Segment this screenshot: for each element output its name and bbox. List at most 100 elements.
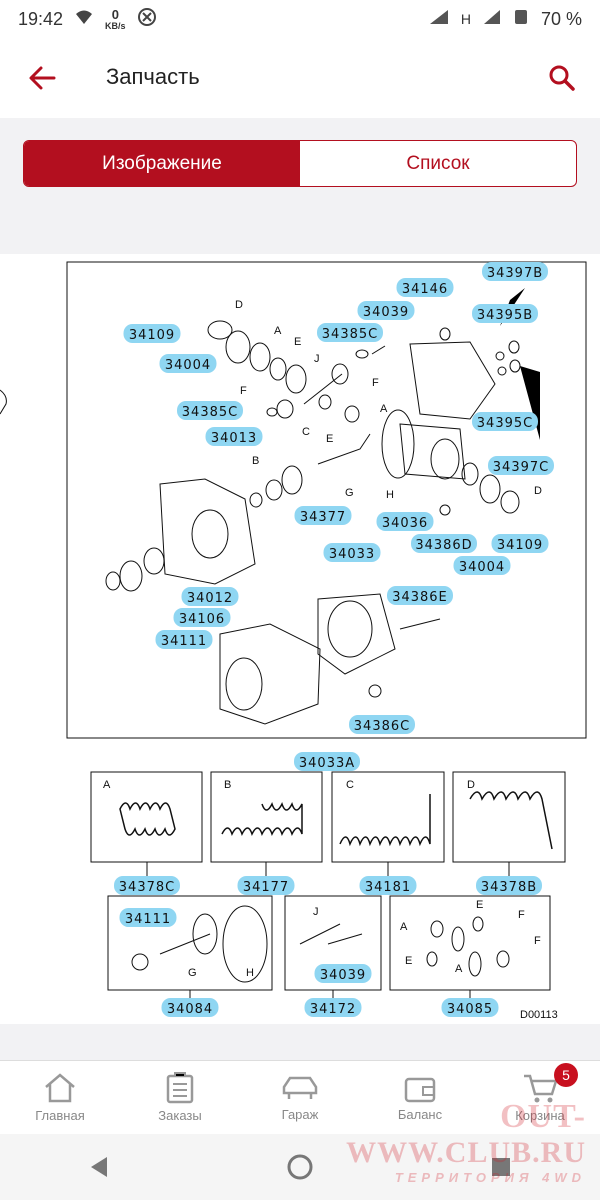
part-callout[interactable]: 34012: [187, 591, 233, 606]
part-callout-bg[interactable]: [205, 427, 263, 446]
detail-part-callout[interactable]: 34378C: [119, 880, 175, 895]
part-callout-bg[interactable]: [488, 456, 554, 475]
back-triangle-icon[interactable]: [87, 1155, 111, 1179]
main-frame: [66, 261, 587, 739]
left-edge-fragment: [0, 389, 7, 415]
home-icon: [45, 1073, 75, 1103]
letter-F: F: [372, 377, 379, 389]
part-callout-bg[interactable]: [472, 412, 538, 431]
part-callout[interactable]: 34036: [382, 516, 428, 531]
detail-part-callout-bg[interactable]: [114, 876, 180, 895]
part-callout-bg[interactable]: [294, 752, 360, 771]
part-callout-bg[interactable]: [123, 324, 181, 343]
kit-letter: J: [313, 906, 319, 918]
part-callout[interactable]: 34033A: [299, 756, 355, 771]
part-callout-bg[interactable]: [173, 608, 231, 627]
part-callout-bg[interactable]: [453, 556, 511, 575]
page-title: Запчасть: [106, 64, 200, 89]
kit-part-callout[interactable]: 34084: [167, 1002, 213, 1017]
kit-part-callout-bg[interactable]: [161, 998, 219, 1017]
tab-image[interactable]: Изображение: [24, 141, 300, 186]
part-callout-bg[interactable]: [472, 304, 538, 323]
part-callout[interactable]: 34004: [459, 560, 505, 575]
part-callout[interactable]: 34013: [211, 431, 257, 446]
wifi-icon: [75, 9, 93, 30]
kit-part-callout[interactable]: 34172: [310, 1002, 356, 1017]
part-callout[interactable]: 34004: [165, 358, 211, 373]
detail-part-callout[interactable]: 34177: [243, 880, 289, 895]
detail-part-callout[interactable]: 34378B: [481, 880, 537, 895]
part-callout-bg[interactable]: [357, 301, 415, 320]
inner-part-callout-bg[interactable]: [119, 908, 177, 927]
watermark-logo: OUT- WWW.CLUB.RU ТЕРРИТОРИЯ 4WD: [346, 1098, 586, 1185]
nav-label-balance: Баланс: [397, 1107, 443, 1122]
detail-part-callout-bg[interactable]: [237, 876, 295, 895]
nav-label-home: Главная: [35, 1108, 85, 1123]
part-callout[interactable]: 34106: [179, 612, 225, 627]
inner-part-callout-bg[interactable]: [314, 964, 372, 983]
nav-orders[interactable]: Заказы: [120, 1061, 240, 1134]
search-icon: [549, 65, 575, 91]
part-callout[interactable]: 34395C: [477, 416, 533, 431]
tab-list[interactable]: Список: [406, 152, 470, 174]
part-callout[interactable]: 34386C: [354, 719, 410, 734]
watermark-line3: ТЕРРИТОРИЯ 4WD: [394, 1170, 586, 1185]
part-callout-bg[interactable]: [349, 715, 415, 734]
part-callout[interactable]: 34395B: [477, 308, 533, 323]
nav-label-garage: Гараж: [281, 1107, 319, 1122]
detail-part-callout[interactable]: 34181: [365, 880, 411, 895]
watermark-line2: WWW.CLUB.RU: [346, 1136, 586, 1169]
back-button[interactable]: [22, 58, 62, 98]
part-callout-bg[interactable]: [396, 278, 454, 297]
part-callout-bg[interactable]: [387, 586, 453, 605]
detail-part-callout-bg[interactable]: [476, 876, 542, 895]
kit-part-callout[interactable]: 34085: [447, 1002, 493, 1017]
part-callout[interactable]: 34111: [161, 634, 207, 649]
part-callout[interactable]: 34397C: [493, 460, 549, 475]
part-callout[interactable]: 34397B: [487, 266, 543, 281]
part-callout-bg[interactable]: [491, 534, 549, 553]
part-callout[interactable]: 34385C: [322, 327, 378, 342]
letter-E: E: [294, 336, 301, 348]
part-callout-bg[interactable]: [294, 506, 352, 525]
view-toggle: Изображение Список: [23, 140, 577, 187]
nav-cart[interactable]: Корзина 5: [480, 1061, 600, 1134]
kit-letter: A: [455, 963, 463, 975]
part-callout-bg[interactable]: [323, 543, 381, 562]
battery-text: 70 %: [540, 8, 582, 29]
part-callout-bg[interactable]: [155, 630, 213, 649]
part-callout[interactable]: 34146: [402, 282, 448, 297]
part-callout[interactable]: 34039: [363, 305, 409, 320]
nav-home[interactable]: Главная: [0, 1061, 120, 1134]
nav-garage[interactable]: Гараж: [240, 1061, 360, 1134]
part-callout-bg[interactable]: [411, 534, 477, 553]
recents-square-icon[interactable]: [489, 1155, 513, 1179]
part-callout-bg[interactable]: [181, 587, 239, 606]
part-callout[interactable]: 34109: [129, 328, 175, 343]
kit-part-callout-bg[interactable]: [304, 998, 362, 1017]
part-callout[interactable]: 34377: [300, 510, 346, 525]
part-callout[interactable]: 34386E: [392, 590, 448, 605]
part-callout-bg[interactable]: [317, 323, 383, 342]
kit-part-callout-bg[interactable]: [441, 998, 499, 1017]
part-callout[interactable]: 34109: [497, 538, 543, 553]
part-callout[interactable]: 34385C: [182, 405, 238, 420]
letter-E: E: [326, 433, 333, 445]
detail-part-callout-bg[interactable]: [359, 876, 417, 895]
search-button[interactable]: [542, 58, 582, 98]
letter-A: A: [380, 403, 388, 415]
inner-part-callout[interactable]: 34111: [125, 912, 171, 927]
part-callout[interactable]: 34033: [329, 547, 375, 562]
part-callout-bg[interactable]: [159, 354, 217, 373]
part-callout-bg[interactable]: [177, 401, 243, 420]
part-callout[interactable]: 34386D: [415, 538, 472, 553]
letter-H: H: [386, 489, 394, 501]
clipboard-icon: [166, 1072, 194, 1104]
part-callout-bg[interactable]: [376, 512, 434, 531]
nav-balance[interactable]: Баланс: [360, 1061, 480, 1134]
inner-part-callout[interactable]: 34039: [320, 968, 366, 983]
parts-diagram[interactable]: 34397B 34146 34039 34395B 34109 34385C 34004 34…: [0, 254, 600, 1024]
part-callout-bg[interactable]: [482, 262, 548, 281]
kit-letter: F: [518, 909, 525, 921]
home-circle-icon[interactable]: [286, 1153, 314, 1181]
